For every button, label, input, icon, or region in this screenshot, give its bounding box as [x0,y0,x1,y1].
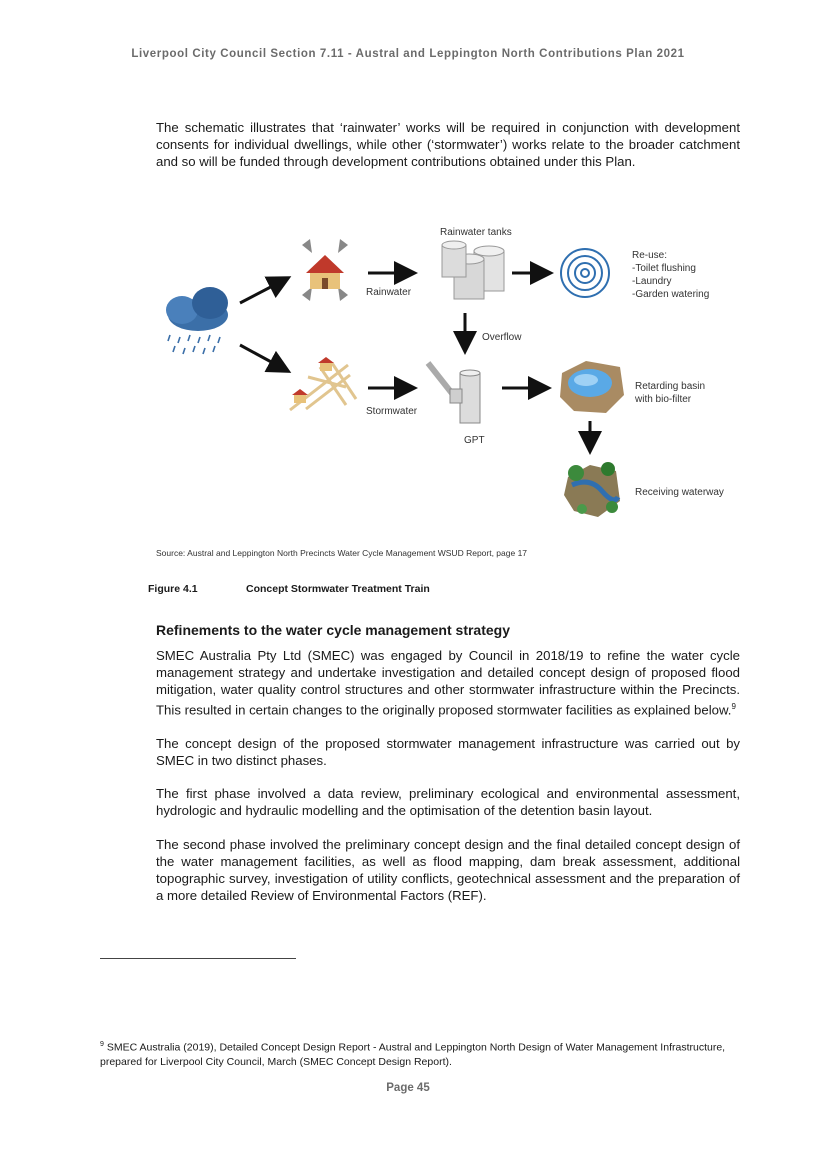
section-paragraph-2: The concept design of the proposed storm… [156,736,740,768]
footnote-divider [100,958,296,959]
reuse-item-toilet: -Toilet flushing [632,263,696,274]
house-icon [302,239,348,301]
footnote: 9 SMEC Australia (2019), Detailed Concep… [100,1038,742,1069]
retarding-basin-label-2: with bio-filter [634,394,692,405]
intro-paragraph: The schematic illustrates that ‘rainwate… [156,120,740,169]
rainwater-label: Rainwater [366,287,412,298]
overflow-label: Overflow [482,332,522,343]
reuse-item-garden: -Garden watering [632,289,709,300]
figure-number: Figure 4.1 [148,583,198,595]
section-heading: Refinements to the water cycle managemen… [156,622,511,638]
water-ripple-icon [560,248,610,298]
stormwater-network-icon [289,357,358,412]
section-paragraph-1: SMEC Australia Pty Ltd (SMEC) was engage… [156,647,740,718]
rainwater-tanks-label: Rainwater tanks [440,227,512,238]
retarding-basin-label-1: Retarding basin [635,381,705,392]
figure-source: Source: Austral and Leppington North Pre… [156,548,528,558]
page-header: Liverpool City Council Section 7.11 - Au… [131,48,685,60]
rainwater-tanks-icon [441,240,505,300]
footnote-ref: 9 [731,702,736,711]
stormwater-treatment-diagram: Rainwater tanks Rainwater Re-use: -Toile… [166,227,724,517]
stormwater-label: Stormwater [366,406,418,417]
paragraph-1-text: SMEC Australia Pty Ltd (SMEC) was engage… [156,648,740,718]
waterway-icon [564,462,621,517]
arrow-to-stormwater [239,343,292,373]
footnote-number: 9 [100,1041,104,1048]
arrow-to-house [239,276,292,305]
cloud-rain-icon [166,287,228,355]
reuse-item-laundry: -Laundry [632,276,671,287]
receiving-waterway-label: Receiving waterway [635,487,724,498]
gpt-label: GPT [464,435,485,446]
page-number: Page 45 [386,1082,430,1094]
figure-title: Concept Stormwater Treatment Train [246,583,430,595]
footnote-text: SMEC Australia (2019), Detailed Concept … [100,1041,726,1068]
reuse-title: Re-use: [632,250,667,261]
gpt-pit-icon [425,361,481,424]
section-paragraph-3: The first phase involved a data review, … [156,786,740,818]
retarding-basin-icon [560,361,624,413]
section-paragraph-4: The second phase involved the preliminar… [156,837,740,903]
